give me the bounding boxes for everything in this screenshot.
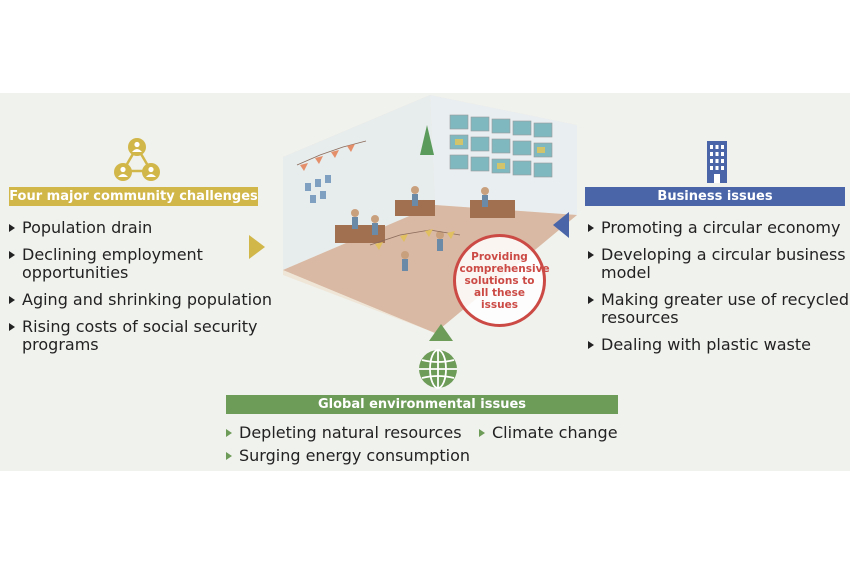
list-item: Dealing with plastic waste — [588, 336, 850, 354]
bullet-icon — [588, 224, 594, 232]
bullet-icon — [588, 296, 594, 304]
bullet-icon — [9, 251, 15, 259]
business-list: Promoting a circular economy Developing … — [588, 219, 850, 363]
list-item: Rising costs of social security programs — [9, 318, 289, 354]
business-header: Business issues — [585, 187, 845, 206]
center-solution-text: Providing comprehensive solutions to all… — [459, 250, 550, 311]
yellow-arrow-icon — [249, 235, 265, 259]
list-item: Making greater use of recycled resources — [588, 291, 850, 327]
community-header: Four major community challenges — [9, 187, 258, 206]
people-network-icon — [114, 138, 160, 181]
green-arrow-icon — [429, 324, 453, 341]
bullet-icon — [479, 429, 485, 437]
community-list: Population drain Declining employment op… — [9, 219, 289, 363]
globe-icon — [419, 349, 457, 389]
bullet-icon — [9, 323, 15, 331]
list-item: Climate change — [479, 424, 618, 442]
list-item: Developing a circular business model — [588, 246, 850, 282]
bullet-icon — [588, 251, 594, 259]
bullet-icon — [9, 224, 15, 232]
global-header: Global environmental issues — [226, 395, 618, 414]
list-item: Population drain — [9, 219, 289, 237]
building-icon — [707, 141, 727, 183]
blue-arrow-icon — [553, 212, 569, 238]
bullet-icon — [226, 452, 232, 460]
shop-illustration — [283, 95, 577, 333]
list-item: Declining employment opportunities — [9, 246, 289, 282]
bullet-icon — [9, 296, 15, 304]
list-item: Depleting natural resources — [226, 424, 462, 442]
bullet-icon — [588, 341, 594, 349]
list-item: Aging and shrinking population — [9, 291, 289, 309]
center-solution-circle: Providing comprehensive solutions to all… — [453, 234, 550, 327]
bullet-icon — [226, 429, 232, 437]
list-item: Promoting a circular economy — [588, 219, 850, 237]
list-item: Surging energy consumption — [226, 447, 470, 465]
